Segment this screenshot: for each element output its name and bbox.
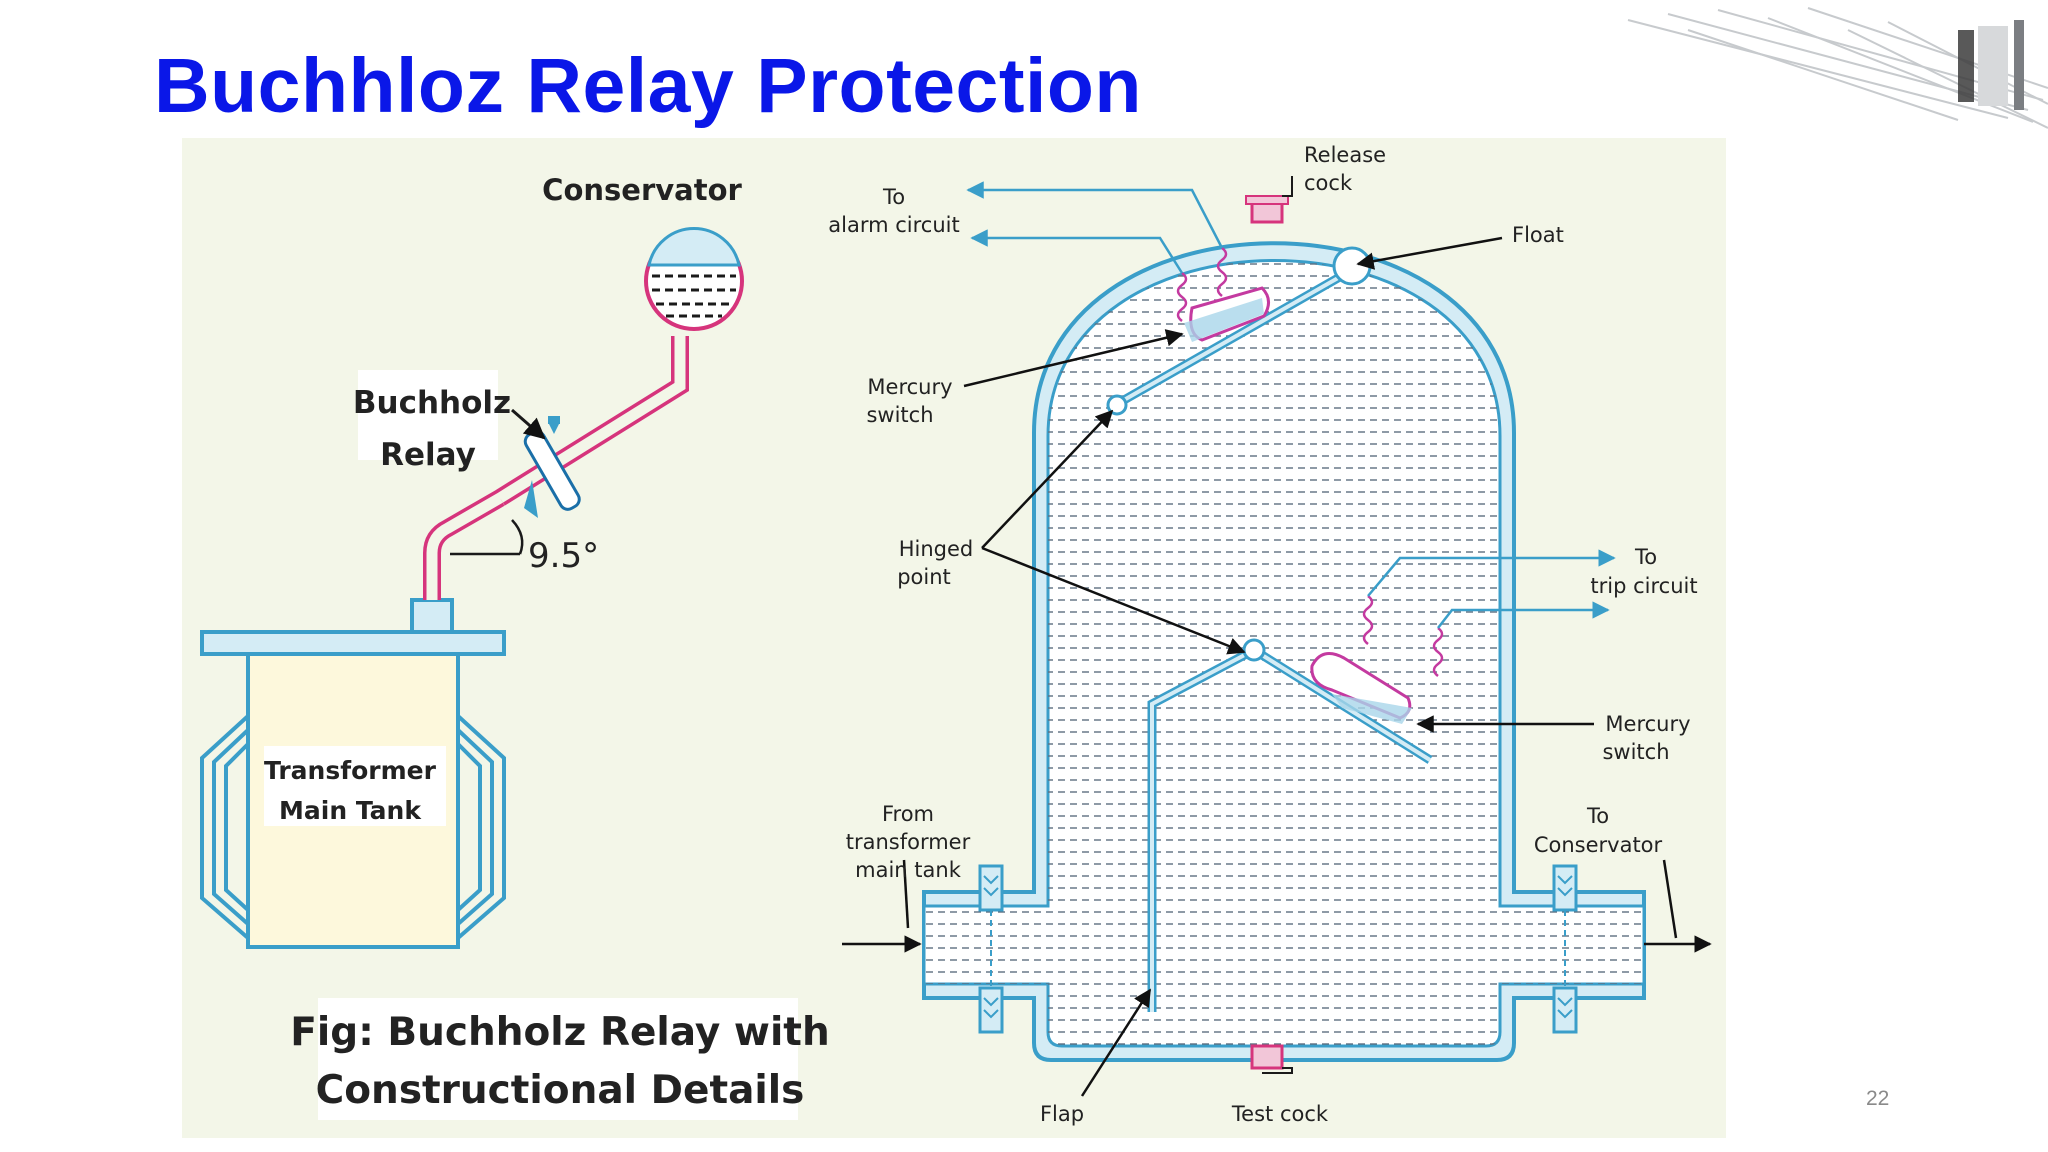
hinge-pointer-lower: [981, 546, 1246, 655]
test-cock: [1250, 1044, 1293, 1074]
alarm-label-2: alarm circuit: [828, 213, 959, 237]
alarm-coils: [1176, 247, 1228, 322]
tank-label-line1: Transformer: [264, 756, 437, 785]
transformer-windings: [200, 714, 506, 940]
to-conservator-label-2: Conservator: [1534, 833, 1663, 857]
angle-arc: [511, 519, 524, 555]
tank-label-line2: Main Tank: [279, 796, 422, 825]
figure-caption-line1: Fig: Buchholz Relay with: [290, 1010, 829, 1055]
trip-coils: [1362, 595, 1444, 677]
from-tank-label-1: From: [882, 802, 934, 826]
hinged-label-2: point: [897, 565, 951, 589]
alarm-wires: [966, 181, 1224, 274]
conservator-label: Conservator: [542, 173, 742, 207]
page-number: 22: [1866, 1087, 1890, 1110]
figure-caption-line2: Constructional Details: [316, 1068, 805, 1113]
test-cock-label: Test cock: [1231, 1102, 1329, 1126]
corner-decoration: [1488, 0, 2048, 140]
upper-switch-pointer: [963, 329, 1184, 388]
upper-switch-label-2: switch: [866, 403, 933, 427]
flap-label: Flap: [1040, 1102, 1084, 1126]
tank-label-bg: [264, 746, 446, 826]
buchholz-diagram: Conservator Buchholz Relay 9.5° Transfor…: [200, 143, 1712, 1126]
relay-label-pointer: [511, 408, 546, 440]
to-conservator-leader: [1662, 859, 1678, 939]
hinged-label-1: Hinged: [899, 537, 974, 561]
float-icon: [1332, 246, 1372, 286]
release-cock: [1245, 176, 1293, 224]
lower-flap-assembly: [1147, 638, 1433, 1012]
float-label: Float: [1512, 223, 1564, 247]
relay-label-line1: Buchholz: [353, 385, 511, 421]
hinge-pointer-upper: [981, 409, 1114, 549]
slide-title: Buchhloz Relay Protection: [154, 43, 1142, 129]
trip-label-2: trip circuit: [1590, 574, 1697, 598]
upper-hinge-icon: [1106, 394, 1128, 416]
release-cock-label-1: Release: [1304, 143, 1386, 167]
from-tank-leader: [902, 859, 910, 929]
to-conservator-label-1: To: [1586, 804, 1609, 828]
left-diagram: Conservator Buchholz Relay 9.5° Transfor…: [200, 173, 830, 1120]
from-tank-label-3: main tank: [855, 858, 962, 882]
buchholz-figure: Conservator Buchholz Relay 9.5° Transfor…: [182, 138, 1726, 1138]
trip-wires: [1367, 549, 1616, 629]
transformer-oil: [924, 260, 1644, 1046]
conservator-vessel: [644, 227, 744, 331]
trip-label-1: To: [1634, 545, 1657, 569]
lower-hinge-icon: [1242, 638, 1266, 662]
flap-pointer: [1080, 988, 1152, 1097]
release-cock-label-2: cock: [1304, 171, 1353, 195]
lower-switch-label-1: Mercury: [1605, 712, 1690, 736]
float-pointer: [1356, 236, 1503, 270]
from-tank-label-2: transformer: [846, 830, 971, 854]
relay-label-bg: [358, 370, 498, 460]
upper-float-assembly: [1106, 246, 1372, 416]
angle-label: 9.5°: [528, 536, 599, 576]
relay-label-line2: Relay: [380, 437, 476, 473]
tank-nozzle: [410, 598, 454, 634]
buchholz-relay-symbol: [523, 416, 581, 518]
right-diagram: Release cock To alarm circuit Float Merc…: [828, 143, 1712, 1126]
tank-cover: [200, 630, 506, 656]
lower-switch-label-2: switch: [1602, 740, 1669, 764]
upper-switch-label-1: Mercury: [867, 375, 952, 399]
alarm-label-1: To: [882, 185, 905, 209]
caption-bg: [318, 998, 798, 1120]
